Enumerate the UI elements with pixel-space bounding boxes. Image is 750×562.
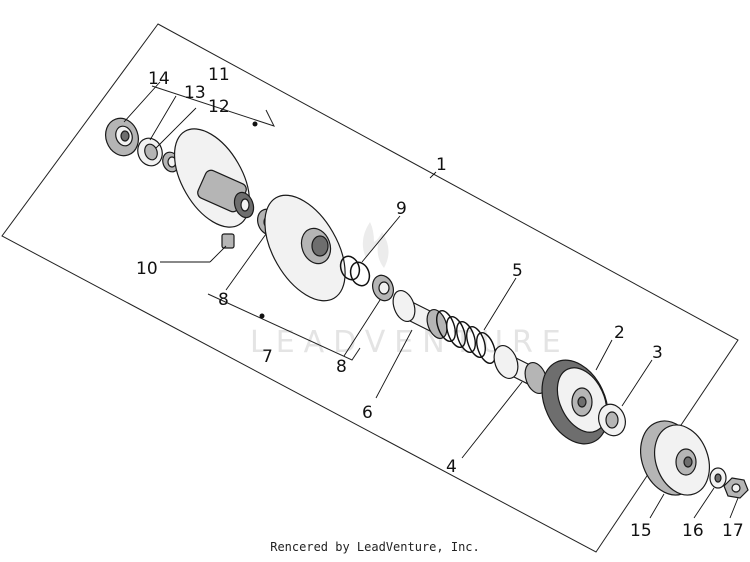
part-4-collar	[493, 344, 548, 395]
part-5-spring	[436, 310, 496, 364]
callout-9: 9	[396, 199, 407, 219]
part-9-o-rings	[339, 255, 371, 287]
callout-5: 5	[512, 261, 523, 281]
callout-10: 10	[136, 259, 158, 279]
assembly-frame	[1, 23, 739, 553]
part-8-seal-right	[372, 274, 394, 302]
watermark-text: LEADVENTURE	[250, 325, 570, 360]
part-13-ring	[137, 137, 163, 167]
callout-8-left: 8	[218, 290, 229, 310]
callout-1: 1	[436, 155, 447, 175]
leader-lines	[123, 81, 739, 519]
part-12-bushing	[162, 151, 180, 173]
callout-12: 12	[208, 97, 230, 117]
part-16-washer	[709, 467, 727, 489]
part-17-nut	[723, 477, 749, 499]
callout-13: 13	[184, 83, 206, 103]
part-7-fixed-sheave	[264, 194, 346, 302]
part-6-sleeve	[392, 289, 448, 340]
credit-text: Rencered by LeadVenture, Inc.	[270, 540, 480, 554]
part-10-slider	[221, 233, 235, 249]
part-3-washer	[598, 403, 626, 437]
part-2-clutch	[541, 359, 609, 445]
group-11-bracket	[151, 85, 275, 127]
callout-labels: 1 2 3 4 5 6 7 8 8 9 10 11 12 13 14 15 16…	[136, 65, 744, 541]
part-14-bearing	[105, 117, 139, 157]
callout-11: 11	[208, 65, 230, 85]
movable-sheave	[173, 128, 255, 228]
callout-6: 6	[362, 403, 373, 423]
callout-4: 4	[446, 457, 457, 477]
callout-2: 2	[614, 323, 625, 343]
callout-8-right: 8	[336, 357, 347, 377]
part-15-drum	[640, 420, 710, 496]
callout-3: 3	[652, 343, 663, 363]
callout-15: 15	[630, 521, 652, 541]
group-7-bracket	[207, 293, 361, 361]
callout-7: 7	[262, 347, 273, 367]
callout-14: 14	[148, 69, 170, 89]
group-11-dot	[252, 121, 258, 127]
callout-17: 17	[722, 521, 744, 541]
callout-16: 16	[682, 521, 704, 541]
group-7-dot	[259, 313, 265, 319]
